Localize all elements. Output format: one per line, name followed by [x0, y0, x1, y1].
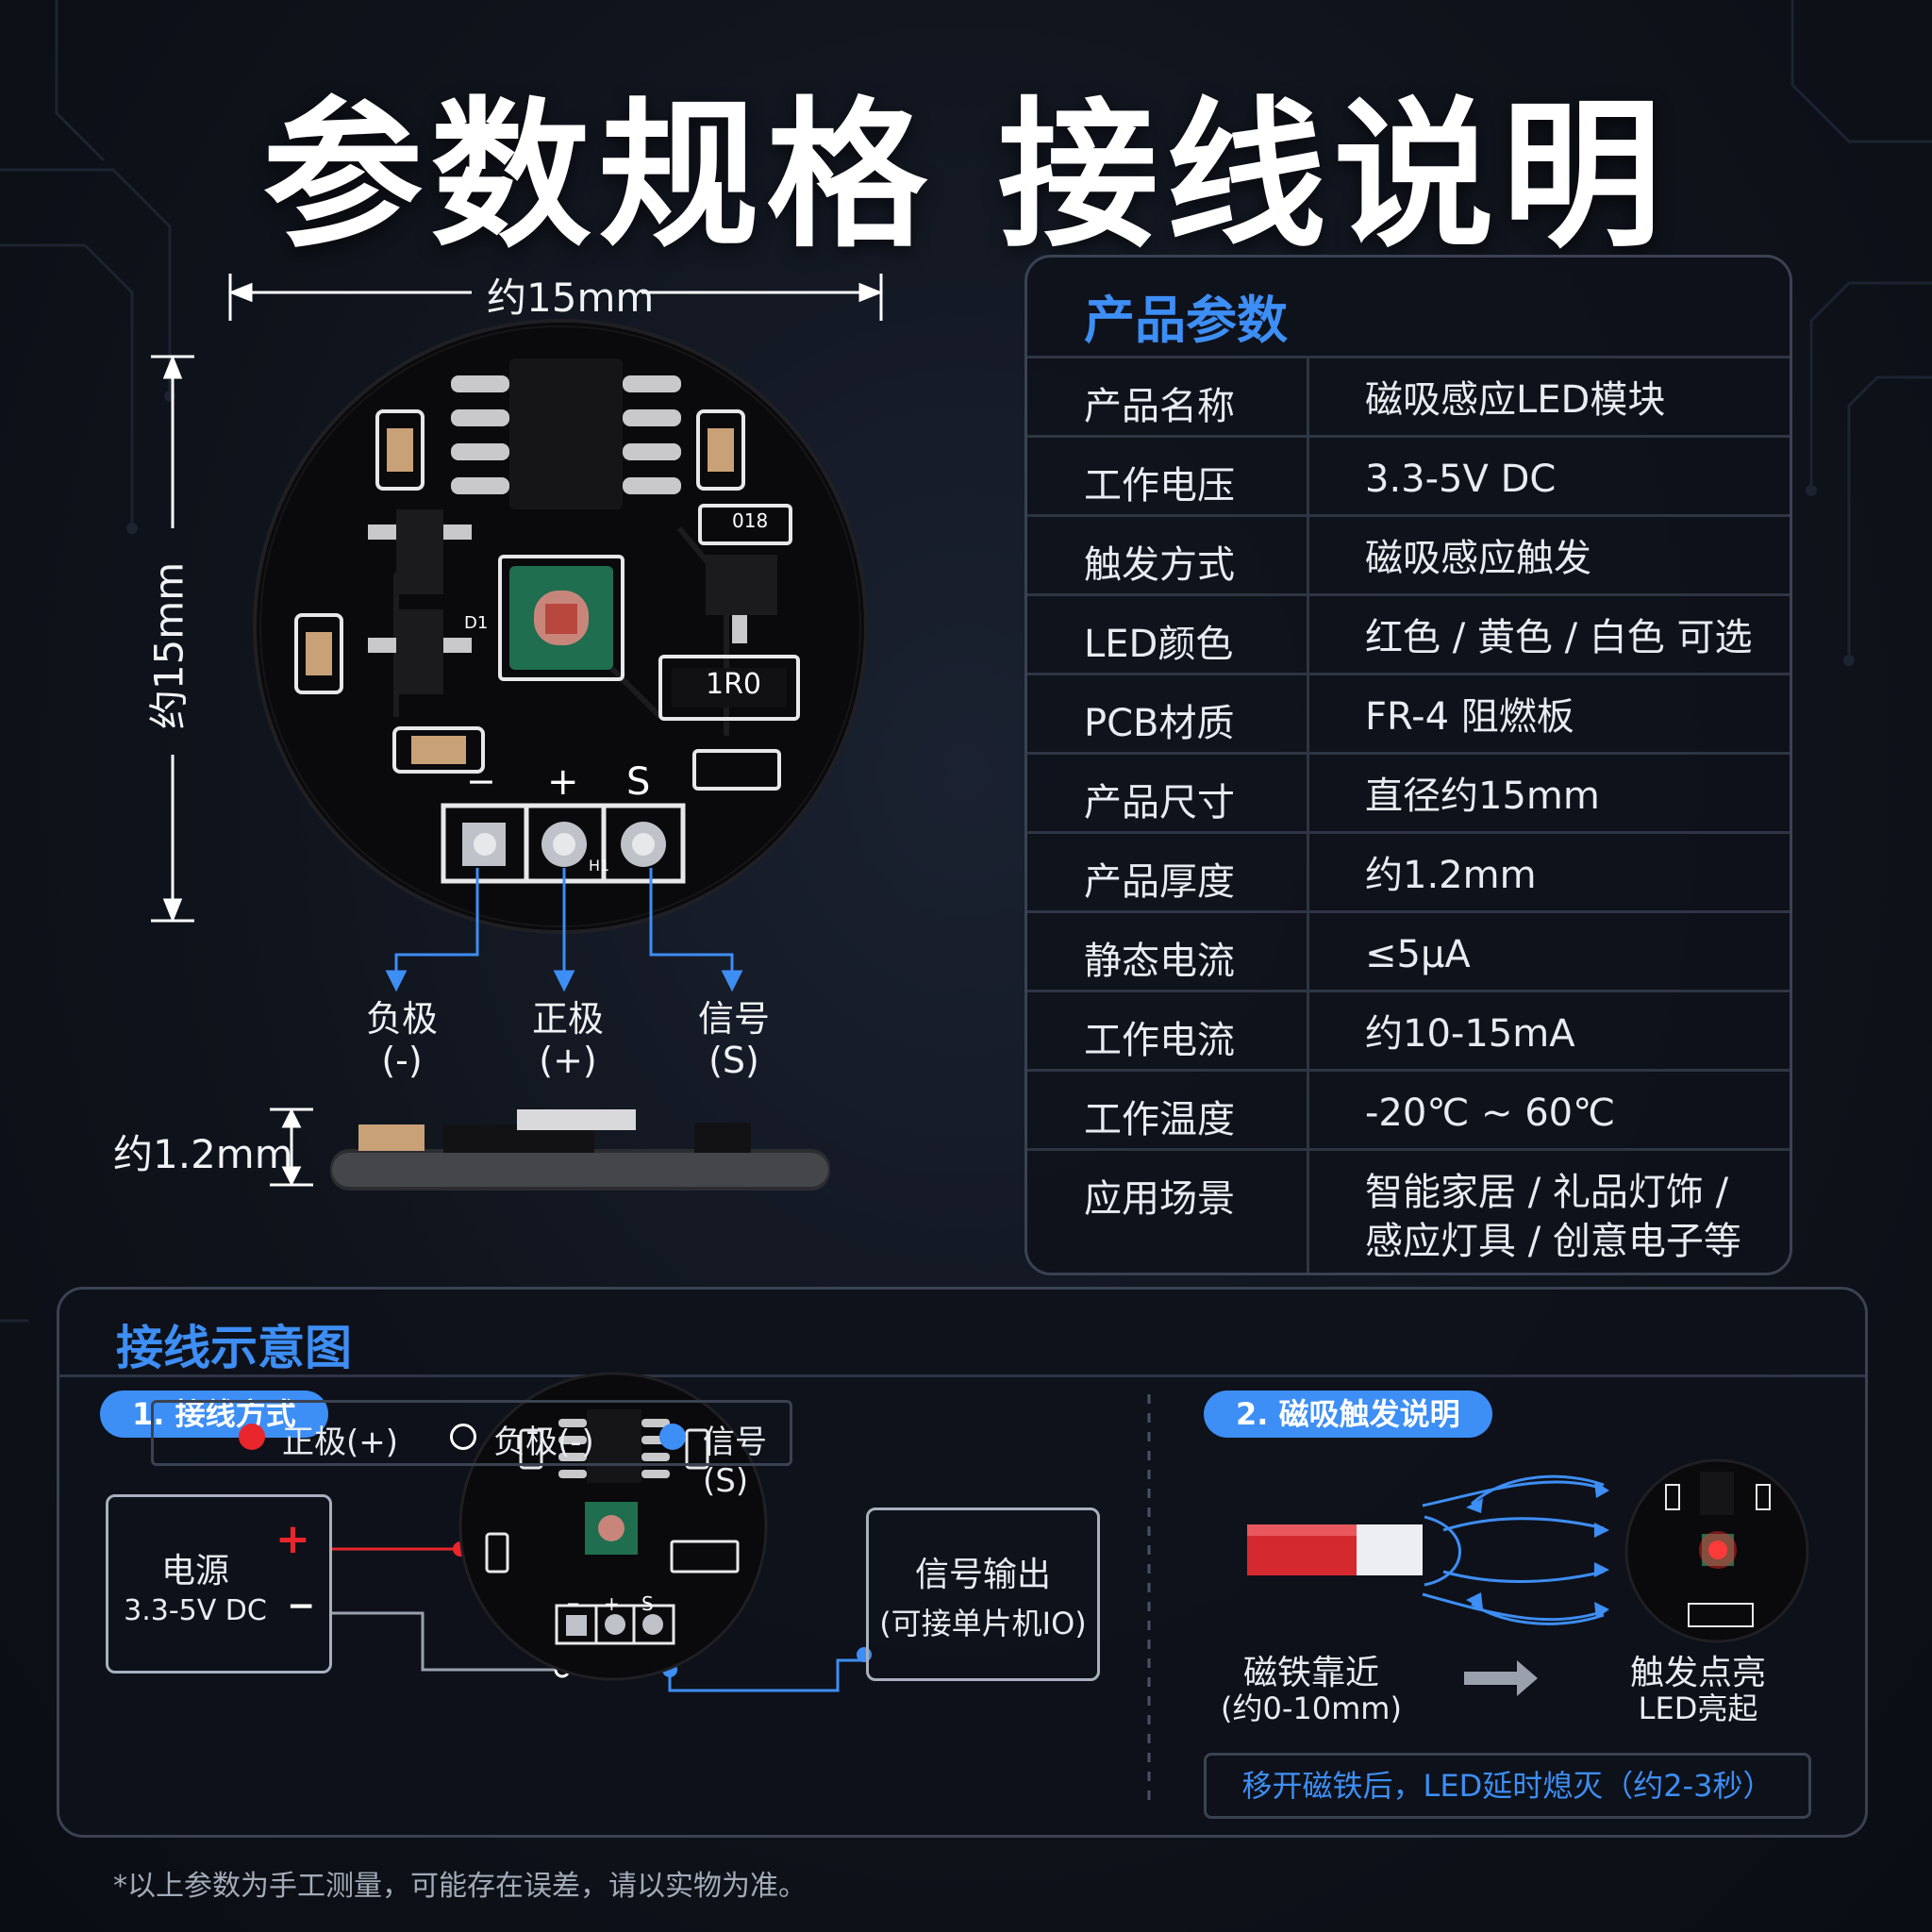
- legend-signal: 信号(S): [703, 1424, 767, 1500]
- pin-positive-label: 正极(+): [531, 998, 604, 1081]
- spec-column-divider: [1307, 358, 1309, 1273]
- pin-plus-silk: +: [547, 760, 579, 804]
- power-title: 电源: [160, 1552, 229, 1591]
- pin-negative-label: 负极(-): [365, 998, 438, 1081]
- thickness-dimension-label: 约1.2mm: [113, 1131, 293, 1177]
- legend-negative: 负极(-): [493, 1424, 594, 1461]
- spec-row: 工作温度 -20℃ ~ 60℃: [1027, 1069, 1790, 1148]
- silk-1r0: 1R0: [706, 668, 762, 701]
- spec-row: 应用场景 智能家居 / 礼品灯饰 / 感应灯具 / 创意电子等: [1027, 1148, 1790, 1273]
- spec-row: PCB材质 FR-4 阻燃板: [1027, 673, 1790, 752]
- pin-signal-label: 信号(S): [697, 998, 770, 1081]
- page-title: 参数规格 接线说明: [262, 83, 1670, 270]
- signal-output-sub: (可接单片机IO): [879, 1606, 1087, 1641]
- step2-pill: 2. 磁吸触发说明: [1204, 1391, 1492, 1438]
- spec-row: 产品厚度 约1.2mm: [1027, 831, 1790, 910]
- silk-018: 018: [732, 509, 769, 532]
- width-dimension-label: 约15mm: [487, 275, 655, 321]
- small-pin-plus: +: [604, 1592, 620, 1615]
- height-dimension-label: 约15mm: [145, 561, 192, 730]
- spec-row: 产品名称 磁吸感应LED模块: [1027, 356, 1790, 435]
- pin-minus-silk: −: [466, 760, 496, 802]
- silk-d1: D1: [464, 613, 489, 633]
- pin-s-silk: S: [626, 760, 651, 804]
- spec-row: 产品尺寸 直径约15mm: [1027, 752, 1790, 831]
- spec-row: 工作电压 3.3-5V DC: [1027, 435, 1790, 514]
- silk-h1: H1: [589, 857, 610, 874]
- footnote: *以上参数为手工测量，可能存在误差，请以实物为准。: [113, 1870, 807, 1903]
- legend-positive: 正极(+): [282, 1424, 399, 1461]
- spec-row: 静态电流 ≤5μA: [1027, 910, 1790, 990]
- small-pin-minus: −: [566, 1594, 581, 1614]
- magnet-range: (约0-10mm): [1221, 1690, 1402, 1726]
- spec-heading: 产品参数: [1084, 291, 1288, 350]
- wire-legend: 正极(+) 负极(-) 信号(S): [151, 1400, 792, 1500]
- spec-row: 触发方式 磁吸感应触发: [1027, 514, 1790, 593]
- magnet-label: 磁铁靠近: [1242, 1654, 1379, 1692]
- signal-output-title: 信号输出: [914, 1556, 1051, 1594]
- trigger-sub: LED亮起: [1638, 1690, 1758, 1726]
- power-minus-sign: −: [287, 1587, 316, 1625]
- delay-note: 移开磁铁后，LED延时熄灭（约2-3秒）: [1204, 1753, 1811, 1819]
- legend-dot-positive: [239, 1424, 265, 1450]
- small-pin-s: S: [641, 1592, 654, 1615]
- wiring-panel: 接线示意图: [57, 1287, 1868, 1838]
- power-plus-sign: +: [275, 1515, 310, 1563]
- power-box: [106, 1494, 332, 1674]
- legend-dot-negative: [450, 1424, 476, 1450]
- signal-output-box: [866, 1507, 1100, 1681]
- legend-dot-signal: [659, 1424, 686, 1450]
- wiring-divider: [59, 1374, 1865, 1377]
- power-voltage: 3.3-5V DC: [124, 1594, 267, 1627]
- trigger-label: 触发点亮: [1629, 1654, 1766, 1692]
- spec-row: 工作电流 约10-15mA: [1027, 990, 1790, 1069]
- wiring-heading: 接线示意图: [116, 1321, 352, 1375]
- spec-panel: 产品参数 产品名称 磁吸感应LED模块 工作电压 3.3-5V DC 触发方式 …: [1024, 255, 1792, 1275]
- spec-row: LED颜色 红色 / 黄色 / 白色 可选: [1027, 593, 1790, 673]
